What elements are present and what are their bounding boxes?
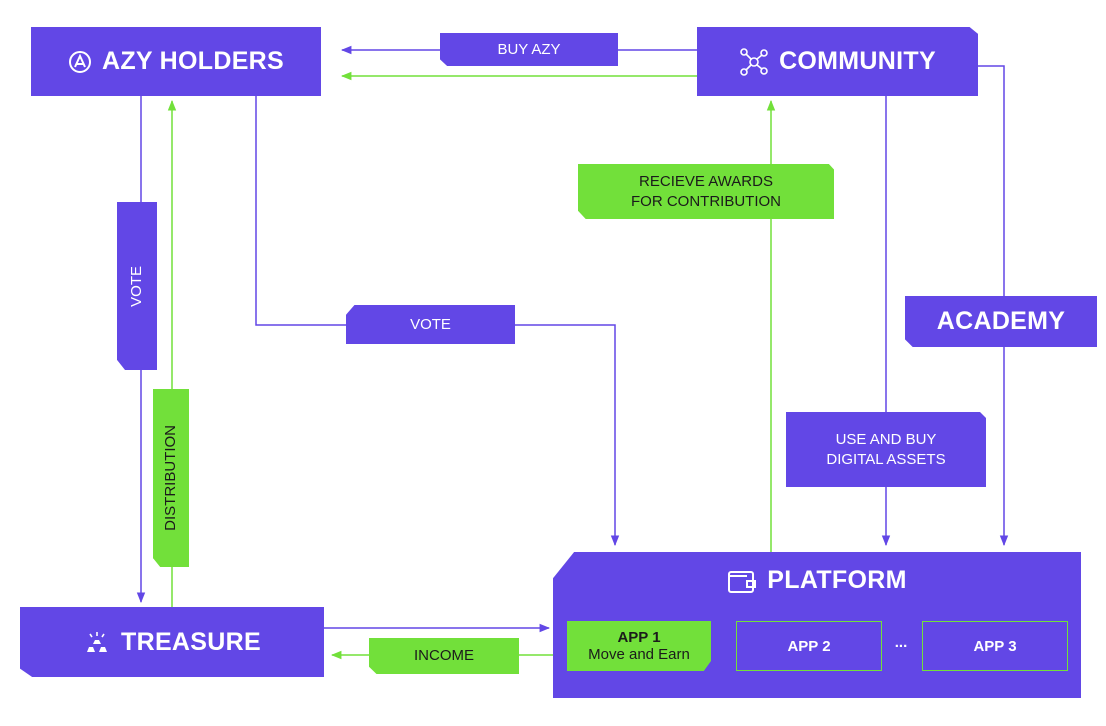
receive-awards-line2: FOR CONTRIBUTION — [631, 192, 781, 210]
academy-node: ACADEMY — [905, 296, 1097, 347]
app-2-card[interactable]: APP 2 — [736, 621, 882, 671]
distribution-text: DISTRIBUTION — [162, 425, 179, 531]
receive-awards-line1: RECIEVE AWARDS — [639, 172, 773, 190]
app-3-card[interactable]: APP 3 — [922, 621, 1068, 671]
digital-assets-line2: DIGITAL ASSETS — [826, 450, 946, 468]
app-1-subtitle: Move and Earn — [588, 646, 690, 663]
vote-vertical-label: VOTE — [117, 202, 157, 370]
distribution-label: DISTRIBUTION — [153, 389, 189, 567]
platform-node: PLATFORM APP 1 Move and Earn APP 2 ... A… — [553, 552, 1081, 698]
app-1-card[interactable]: APP 1 Move and Earn — [567, 621, 711, 671]
community-node: COMMUNITY — [697, 27, 978, 96]
platform-title: PLATFORM — [767, 566, 907, 594]
wallet-icon — [727, 568, 757, 594]
vote-middle-label: VOTE — [346, 305, 515, 344]
community-title: COMMUNITY — [779, 47, 936, 75]
app-1-title: APP 1 — [617, 629, 661, 646]
treasure-title: TREASURE — [121, 627, 261, 656]
gold-bars-icon — [83, 630, 111, 654]
network-icon — [739, 47, 769, 77]
digital-assets-label: USE AND BUY DIGITAL ASSETS — [786, 412, 986, 487]
ellipsis-label: ... — [894, 633, 908, 651]
buy-azy-label: BUY AZY — [440, 33, 618, 66]
income-label: INCOME — [369, 638, 519, 674]
azy-holders-title: AZY HOLDERS — [101, 47, 285, 75]
receive-awards-label: RECIEVE AWARDS FOR CONTRIBUTION — [578, 164, 834, 219]
digital-assets-line1: USE AND BUY — [835, 430, 937, 448]
azy-holders-node: AZY HOLDERS — [31, 27, 321, 96]
treasure-node: TREASURE — [20, 607, 324, 677]
azy-logo-icon — [68, 50, 92, 74]
vote-vertical-text: VOTE — [128, 265, 145, 307]
